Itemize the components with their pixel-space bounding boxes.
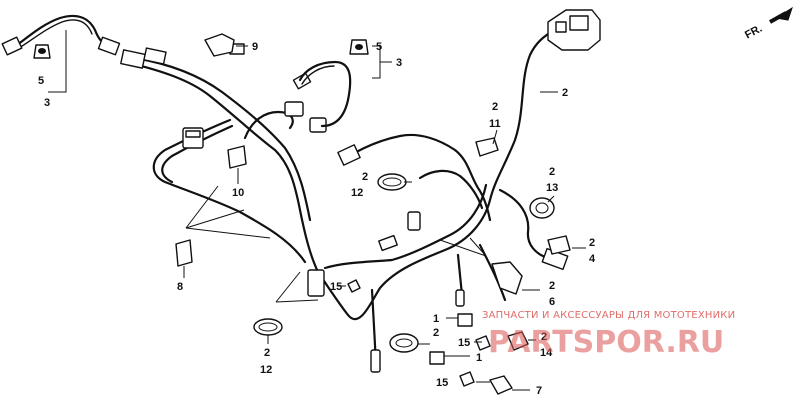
callout-3-right: 3 [396, 57, 402, 69]
sub-harness-right [298, 39, 392, 128]
callout-11: 11 [489, 118, 501, 130]
callout-13: 13 [546, 182, 558, 194]
callout-2-main: 2 [562, 87, 568, 99]
callout-12-top: 12 [351, 187, 363, 199]
leader-lines [267, 91, 586, 391]
callout-3-left: 3 [44, 97, 50, 109]
band-clamp-6-icon [491, 261, 523, 295]
callout-6: 6 [549, 296, 555, 308]
sub-harness-left [1, 14, 121, 93]
connectors [120, 9, 601, 373]
watermark: ЗАПЧАСТИ И АКСЕССУАРЫ ДЛЯ МОТОТЕХНИКИ PA… [482, 310, 735, 360]
clip-8-icon [175, 239, 193, 267]
bolt-15-mid-icon [347, 279, 361, 293]
callout-4: 4 [589, 253, 596, 265]
callout-7: 7 [536, 385, 542, 397]
plate-1-top-icon [457, 313, 473, 327]
clip-10-icon [227, 145, 247, 169]
bolt-15-bot-icon [459, 371, 475, 387]
callout-14: 14 [540, 347, 553, 359]
callout-5-right: 5 [376, 41, 382, 53]
clip-14-icon [507, 331, 529, 351]
callout-2-12-bot: 2 [264, 347, 270, 359]
front-direction-indicator: FR. [743, 6, 793, 42]
clip-9-icon [204, 33, 235, 57]
callout-9: 9 [252, 41, 258, 53]
callout-2-mid: 2 [433, 327, 439, 339]
callout-15-low: 15 [458, 337, 470, 349]
clip-11-icon [475, 137, 499, 157]
callout-10: 10 [232, 187, 244, 199]
front-label: FR. [743, 23, 764, 42]
plate-1-low-icon [429, 351, 445, 365]
callout-2-11: 2 [492, 101, 498, 113]
callout-2-12-top: 2 [362, 171, 368, 183]
callout-2-13: 2 [549, 166, 555, 178]
callout-15-mid: 15 [330, 281, 342, 293]
callout-12-bot: 12 [260, 364, 272, 376]
callout-5-left: 5 [38, 75, 44, 87]
clip-7-icon [489, 375, 513, 395]
watermark-tagline: ЗАПЧАСТИ И АКСЕССУАРЫ ДЛЯ МОТОТЕХНИКИ [482, 310, 735, 321]
callout-1-top: 1 [433, 313, 439, 325]
bolt-15-low-icon [475, 335, 491, 351]
grommet-4-icon [547, 235, 571, 255]
callout-2-4: 2 [589, 237, 595, 249]
callout-labels: 5 3 9 5 3 2 2 11 10 2 12 2 13 2 4 8 15 2… [38, 41, 596, 397]
callout-15-bot: 15 [436, 377, 448, 389]
watermark-logo: PARTSPOR.RU [488, 325, 724, 360]
main-harness [123, 28, 557, 370]
clamps [175, 33, 571, 395]
callout-1-low: 1 [476, 352, 482, 364]
callout-2-14: 2 [541, 331, 547, 343]
callout-8: 8 [177, 281, 183, 293]
callout-2-6: 2 [549, 280, 555, 292]
